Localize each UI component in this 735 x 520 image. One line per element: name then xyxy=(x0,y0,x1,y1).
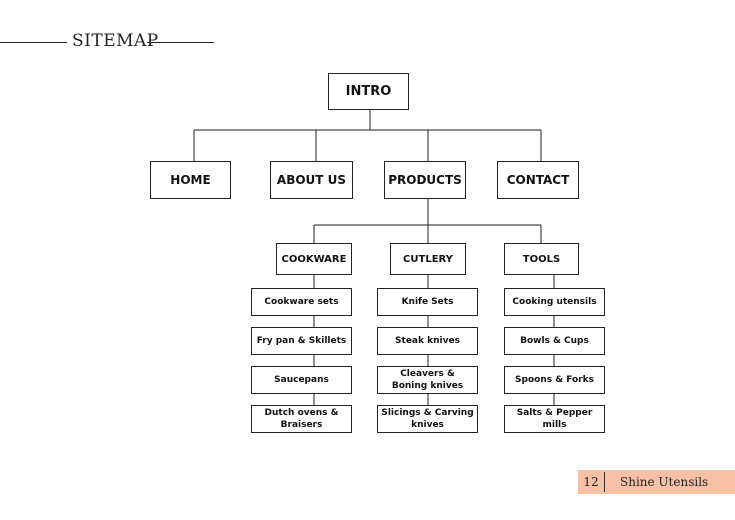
node-item: Bowls & Cups xyxy=(504,327,605,355)
node-item: Cleavers & Boning knives xyxy=(377,366,478,394)
title-rule-left xyxy=(0,42,67,43)
node-category-tools: TOOLS xyxy=(504,243,579,275)
page-title: SITEMAP xyxy=(72,31,159,51)
page-number: 12 xyxy=(583,475,599,489)
node-item: Slicings & Carving knives xyxy=(377,405,478,433)
node-home: HOME xyxy=(150,161,231,199)
node-contact: CONTACT xyxy=(497,161,579,199)
node-item: Salts & Pepper mills xyxy=(504,405,605,433)
node-item: Dutch ovens & Braisers xyxy=(251,405,352,433)
node-category-cookware: COOKWARE xyxy=(276,243,352,275)
node-products: PRODUCTS xyxy=(384,161,466,199)
node-item: Steak knives xyxy=(377,327,478,355)
footer-brand: Shine Utensils xyxy=(620,475,709,489)
node-category-cutlery: CUTLERY xyxy=(390,243,466,275)
node-item: Cookware sets xyxy=(251,288,352,316)
node-item: Fry pan & Skillets xyxy=(251,327,352,355)
node-item: Knife Sets xyxy=(377,288,478,316)
node-item: Saucepans xyxy=(251,366,352,394)
node-intro: INTRO xyxy=(328,73,409,110)
node-about-us: ABOUT US xyxy=(270,161,353,199)
node-item: Spoons & Forks xyxy=(504,366,605,394)
footer-divider xyxy=(604,472,605,492)
node-item: Cooking utensils xyxy=(504,288,605,316)
title-rule-right xyxy=(147,42,214,43)
